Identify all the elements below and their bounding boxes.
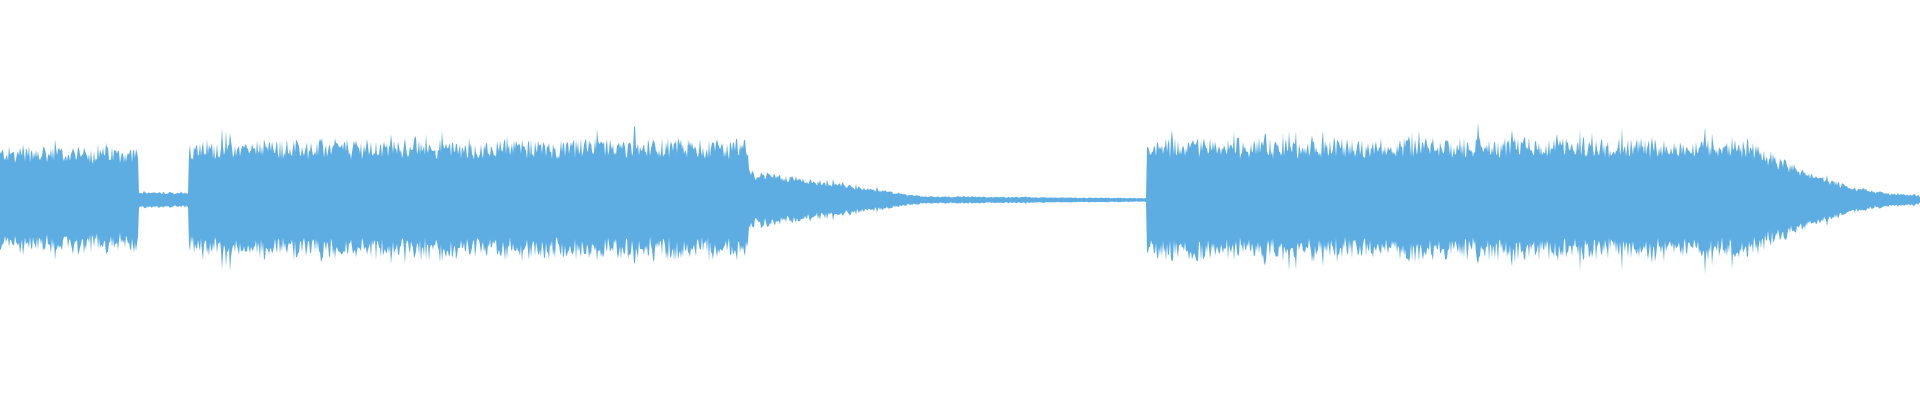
waveform-shape (0, 122, 1920, 275)
